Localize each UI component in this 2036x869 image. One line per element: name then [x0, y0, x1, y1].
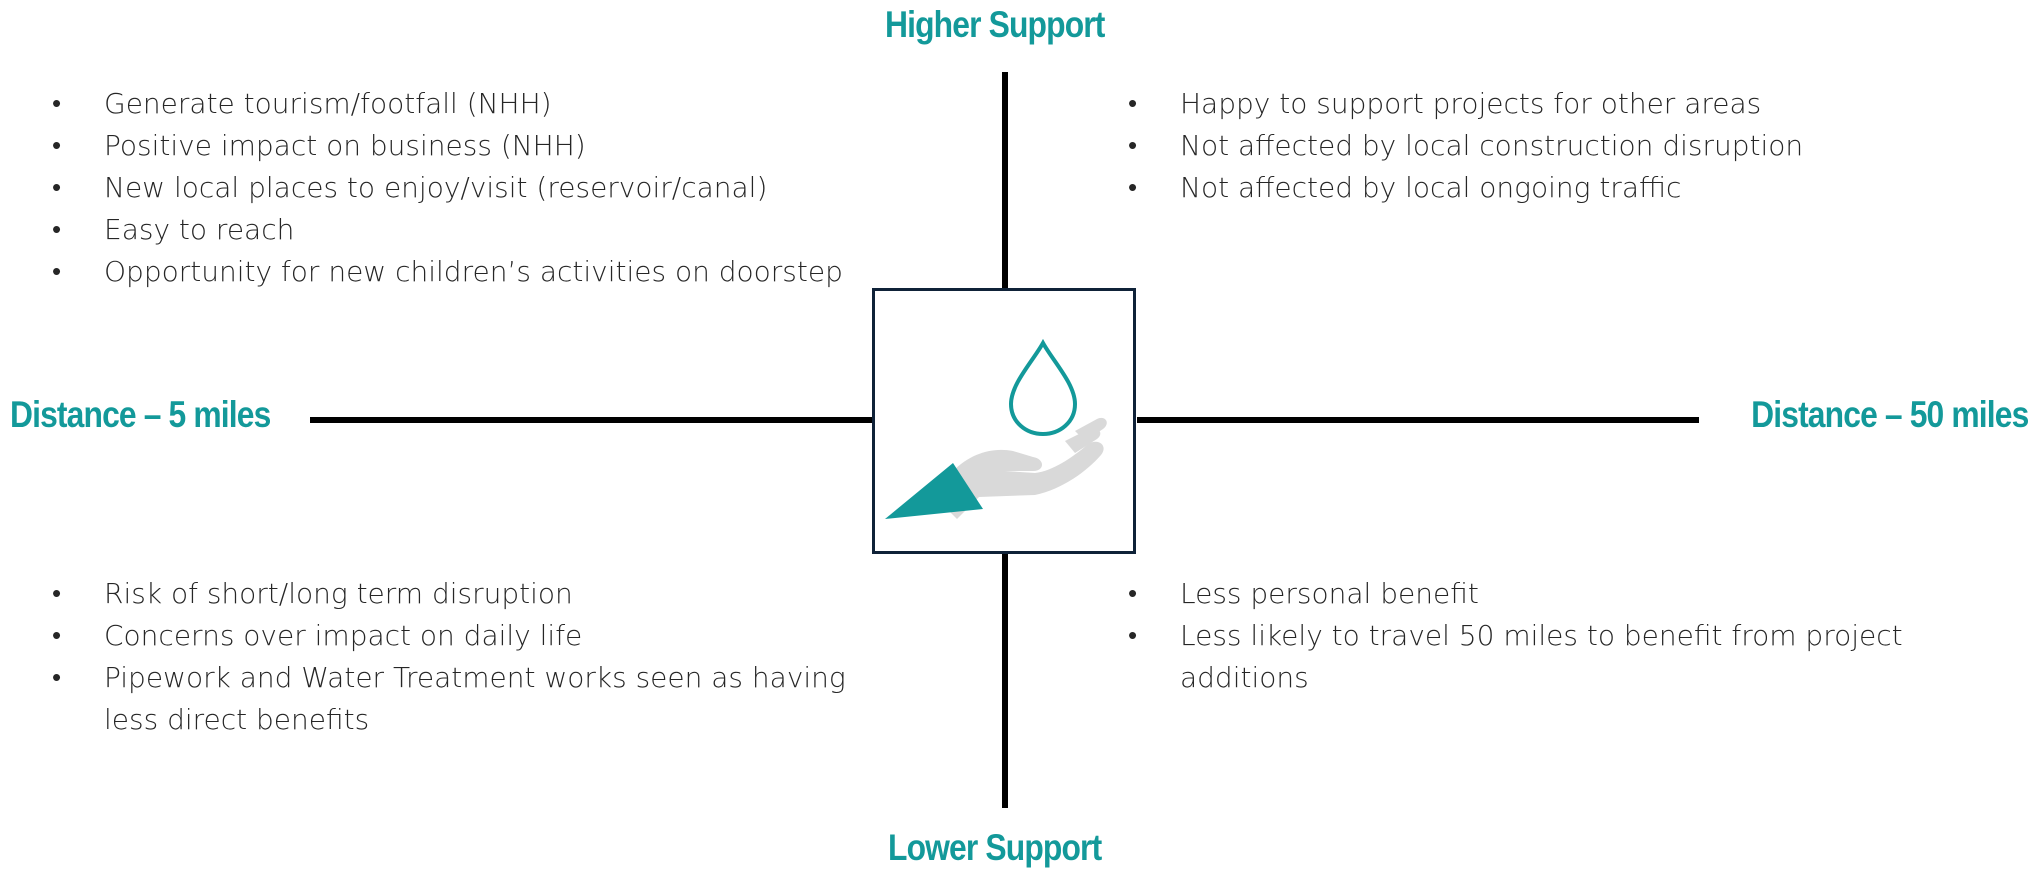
sleeve-icon	[885, 463, 983, 519]
center-icon-box	[872, 288, 1136, 554]
horizontal-axis-left-line	[310, 417, 872, 423]
list-item: Concerns over impact on daily life	[52, 615, 872, 657]
quadrant-bottom-left-list: Risk of short/long term disruption Conce…	[52, 573, 872, 741]
list-item: Less likely to travel 50 miles to benefi…	[1128, 615, 1928, 699]
hand-icon	[947, 417, 1107, 519]
quadrant-top-right-list: Happy to support projects for other area…	[1128, 83, 1948, 209]
list-item: Pipework and Water Treatment works seen …	[52, 657, 872, 741]
axis-label-bottom: Lower Support	[888, 827, 1102, 868]
water-drop-icon	[1008, 338, 1078, 437]
axis-label-top: Higher Support	[885, 4, 1105, 45]
list-item: Risk of short/long term disruption	[52, 573, 872, 615]
quadrant-bottom-right-list: Less personal benefit Less likely to tra…	[1128, 573, 1928, 699]
list-item: Generate tourism/footfall (NHH)	[52, 83, 872, 125]
list-item: Easy to reach	[52, 209, 872, 251]
axis-label-left: Distance – 5 miles	[10, 394, 271, 435]
vertical-axis-bottom-line	[1002, 552, 1008, 808]
vertical-axis-top-line	[1002, 72, 1008, 288]
water-drop-in-hand-icon	[885, 338, 1107, 519]
quadrant-top-left-list: Generate tourism/footfall (NHH) Positive…	[52, 83, 872, 293]
list-item: Opportunity for new children’s activitie…	[52, 251, 872, 293]
list-item: Not affected by local construction disru…	[1128, 125, 1948, 167]
axis-label-right: Distance – 50 miles	[1750, 394, 2029, 435]
list-item: New local places to enjoy/visit (reservo…	[52, 167, 872, 209]
list-item: Less personal benefit	[1128, 573, 1928, 615]
list-item: Not affected by local ongoing traffic	[1128, 167, 1948, 209]
list-item: Positive impact on business (NHH)	[52, 125, 872, 167]
list-item: Happy to support projects for other area…	[1128, 83, 1948, 125]
horizontal-axis-right-line	[1137, 417, 1699, 423]
